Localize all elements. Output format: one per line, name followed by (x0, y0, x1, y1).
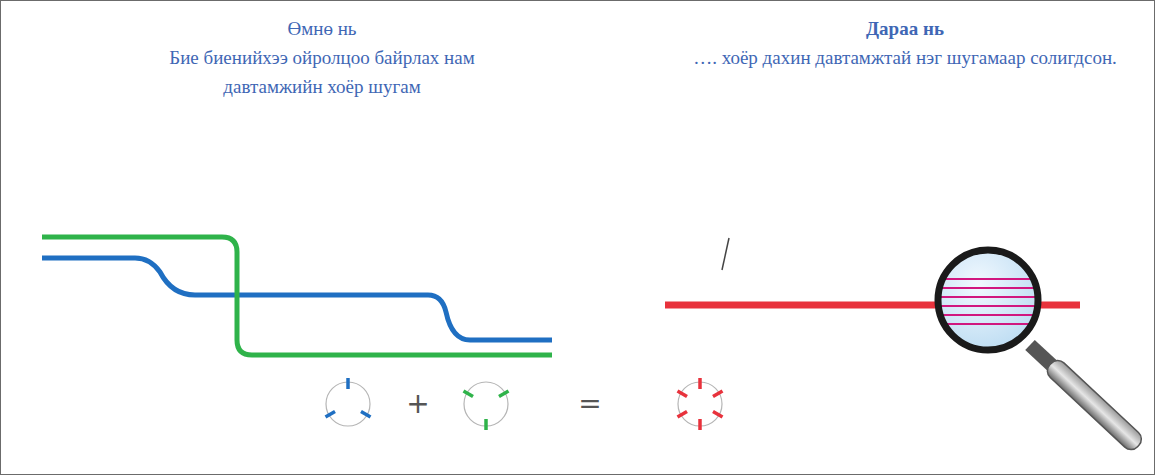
description: …. хоёр дахин давтамжтай нэг шугамаар со… (675, 43, 1135, 72)
green-phase-circle (463, 382, 508, 430)
description: Бие биенийхээ ойролцоо байрлах нам давта… (132, 43, 512, 101)
equals-sign: = (575, 387, 605, 421)
blue-phase-circle (325, 378, 370, 426)
blue-line (42, 258, 552, 340)
plus-sign: + (403, 387, 433, 421)
tick-mark (722, 238, 729, 270)
green-line (42, 237, 552, 355)
heading: Өмнө нь (122, 14, 522, 43)
heading: Дараа нь (680, 14, 1130, 43)
red-phase-circle (677, 378, 722, 430)
magnifier (938, 250, 1145, 453)
